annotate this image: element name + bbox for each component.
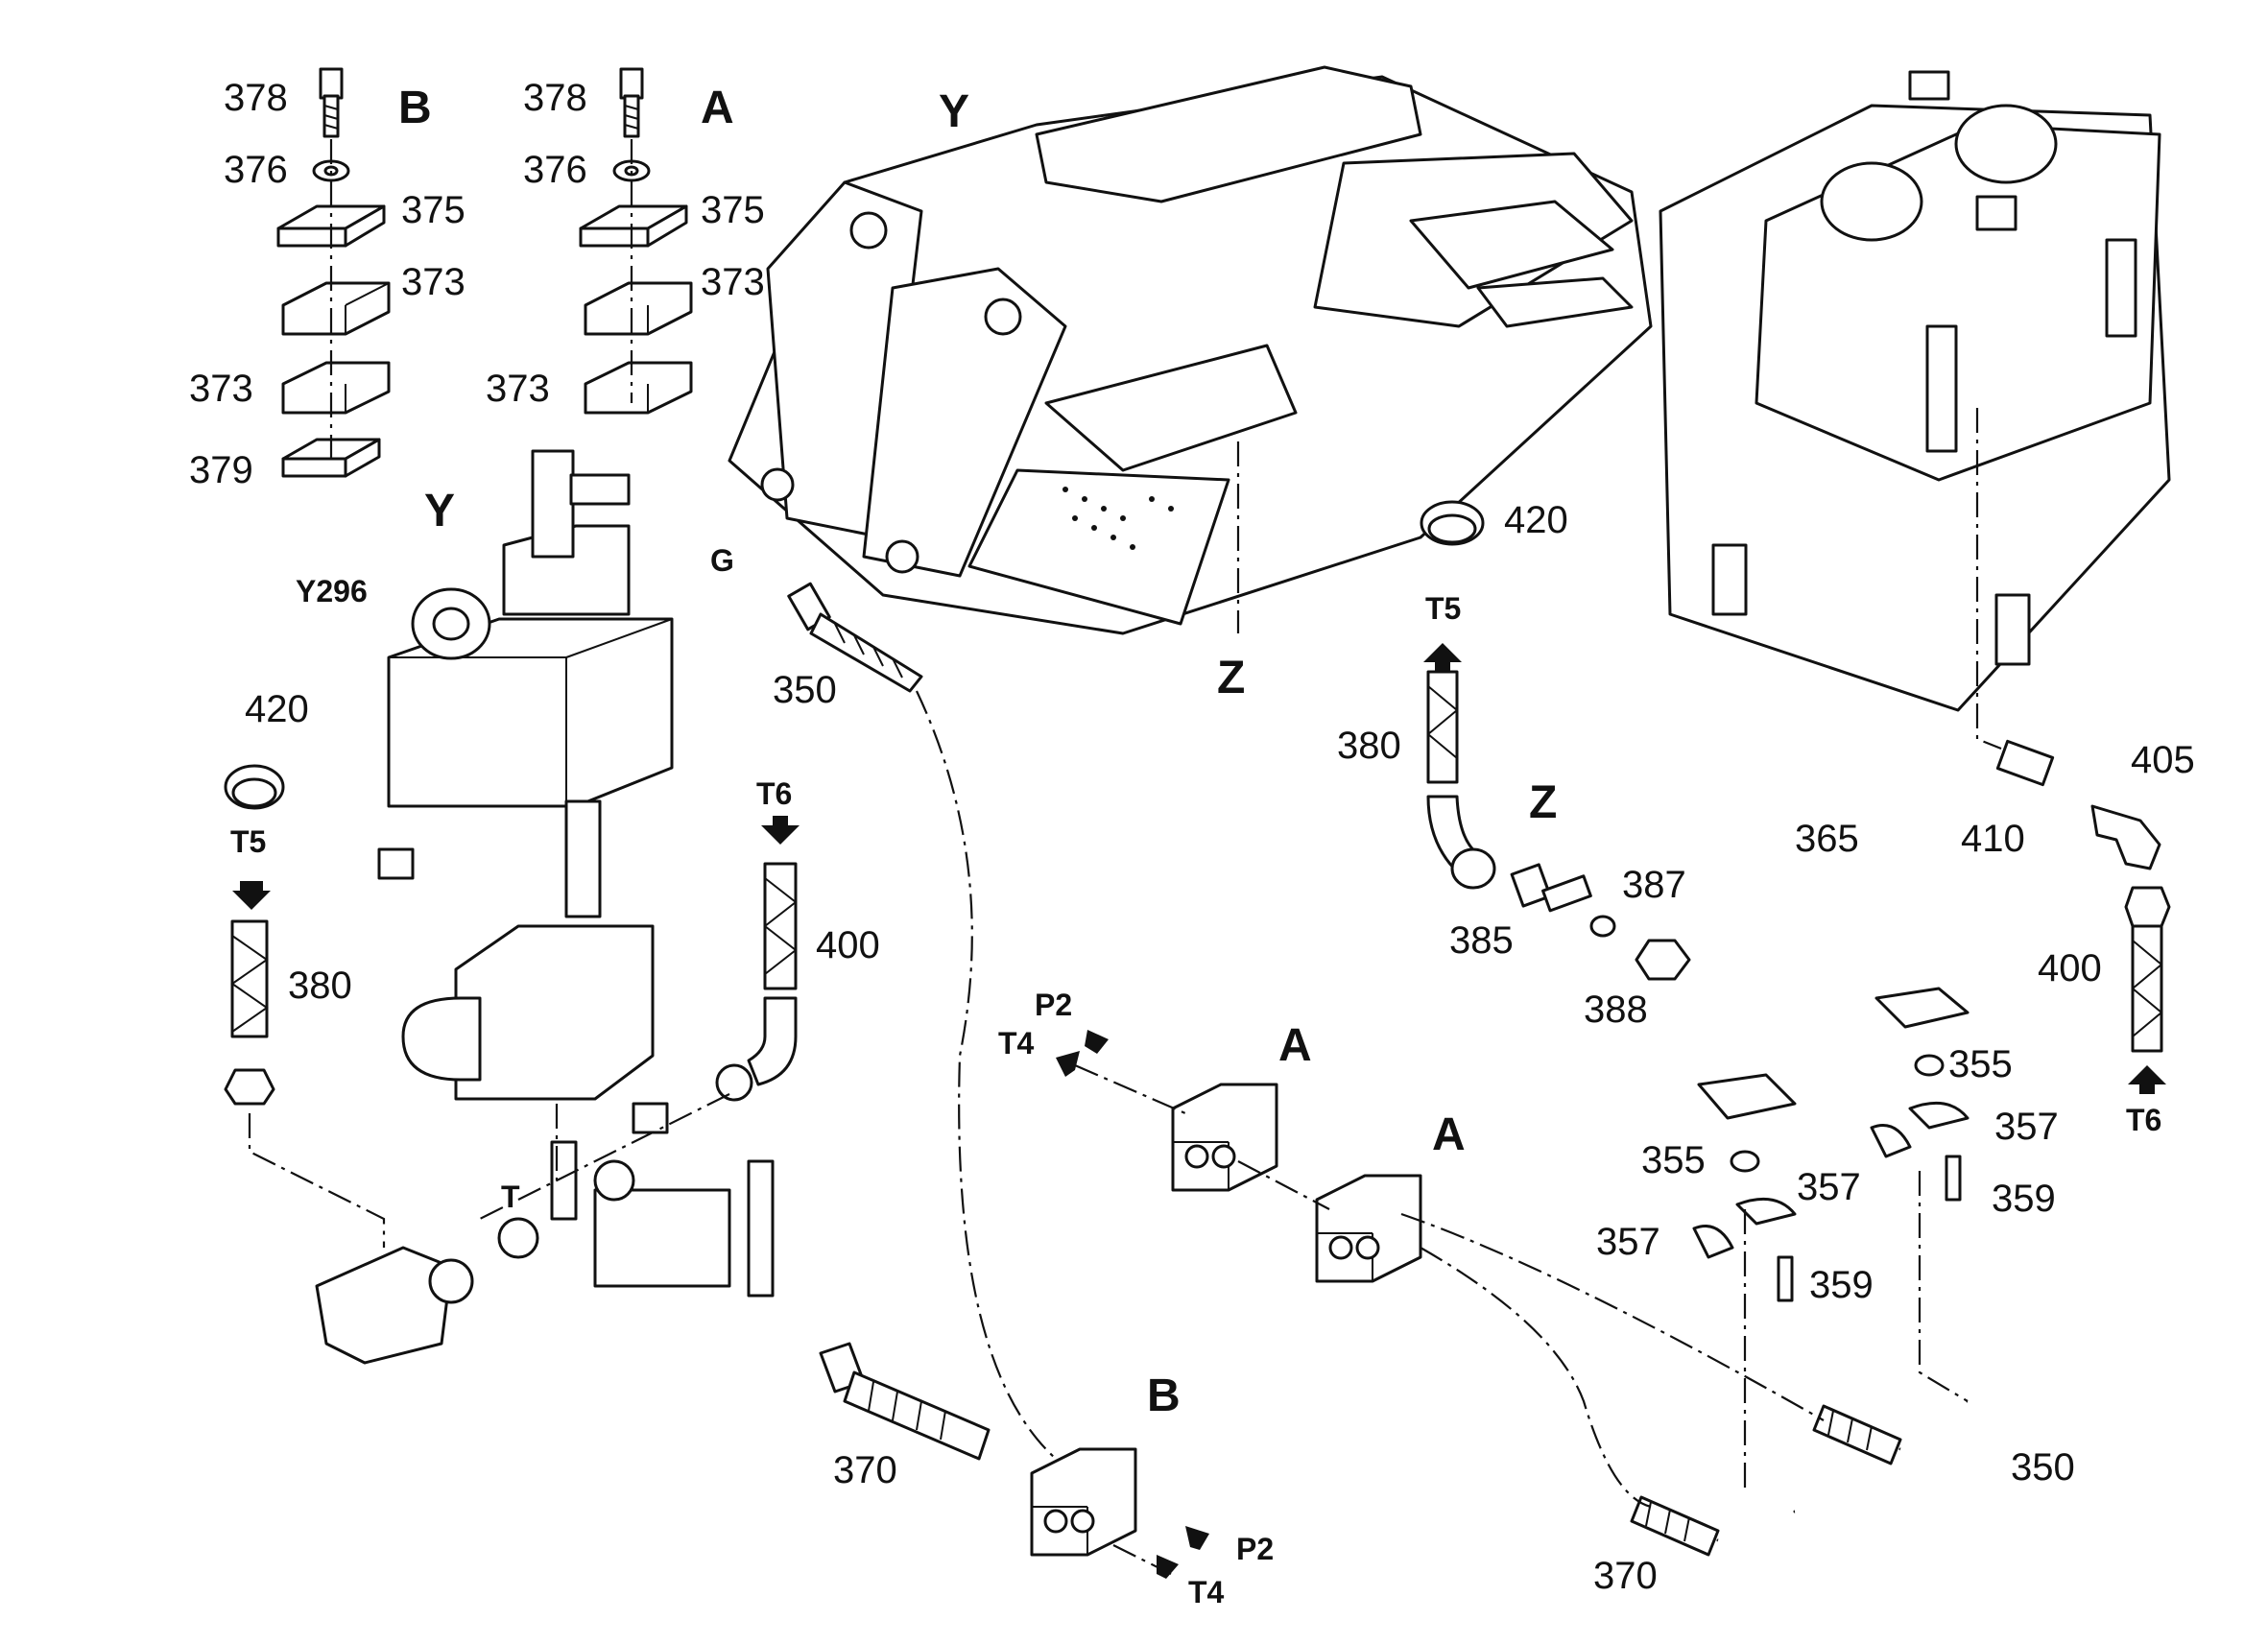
label-t6-mid: T6 xyxy=(756,776,792,811)
label-z-frame: Z xyxy=(1217,653,1245,703)
pn-f387: 387 xyxy=(1622,864,1686,906)
pn-s355-right: 355 xyxy=(1948,1043,2013,1085)
pn-f410: 410 xyxy=(1961,818,2025,860)
label-t5-left: T5 xyxy=(230,824,266,859)
pn-a375: 375 xyxy=(701,189,765,231)
pn-b378: 378 xyxy=(224,77,288,119)
label-g: G xyxy=(710,543,734,578)
pn-f357-c: 357 xyxy=(1596,1221,1660,1263)
label-y-valve: Y xyxy=(424,486,455,536)
pn-b373b: 373 xyxy=(189,368,253,410)
pn-b373a: 373 xyxy=(401,261,466,303)
label-y-frame: Y xyxy=(939,86,969,137)
pn-a376: 376 xyxy=(523,149,587,191)
label-b-clamp: B xyxy=(1147,1370,1181,1421)
pn-h350-top: 350 xyxy=(773,669,837,711)
clamp-blocks xyxy=(1030,1083,1422,1557)
pn-b376: 376 xyxy=(224,149,288,191)
pn-b375: 375 xyxy=(401,189,466,231)
arrow-t6-mid-icon xyxy=(761,816,800,845)
pn-f388: 388 xyxy=(1584,989,1648,1031)
pn-s355-left: 355 xyxy=(1641,1139,1706,1181)
valve-assembly xyxy=(315,449,775,1365)
label-p2-upper: P2 xyxy=(1035,988,1072,1022)
port-arrows xyxy=(232,643,2166,1579)
pn-a378: 378 xyxy=(523,77,587,119)
pn-h370-right: 370 xyxy=(1593,1555,1658,1597)
arrow-p2-lower-icon xyxy=(1185,1526,1209,1550)
leader-lines xyxy=(248,139,2002,1575)
pn-b359-a: 359 xyxy=(1992,1178,2056,1220)
pn-f357-a: 357 xyxy=(1994,1106,2059,1148)
arrow-t6-right-icon xyxy=(2128,1065,2166,1094)
pn-b359-b: 359 xyxy=(1809,1264,1874,1306)
pn-h380-right: 380 xyxy=(1337,725,1401,767)
pn-h400-mid: 400 xyxy=(816,924,880,966)
label-z-detail: Z xyxy=(1529,777,1557,828)
label-b-top: B xyxy=(398,83,432,133)
arrow-t5-left-icon xyxy=(232,881,271,910)
pn-a373a: 373 xyxy=(701,261,765,303)
pn-b379: 379 xyxy=(189,449,253,491)
arrow-p2-upper-icon xyxy=(1085,1030,1109,1054)
label-t4-upper: T4 xyxy=(998,1026,1035,1060)
pn-c420-left: 420 xyxy=(245,688,309,730)
clamp-set-a xyxy=(579,67,693,415)
pn-h380-left: 380 xyxy=(288,965,352,1007)
label-t4-lower: T4 xyxy=(1188,1575,1225,1609)
hoses xyxy=(224,582,2171,1571)
arrow-t5-right-icon xyxy=(1423,643,1462,672)
pn-f385: 385 xyxy=(1449,919,1514,962)
pn-f357-b: 357 xyxy=(1797,1166,1861,1208)
pn-f405: 405 xyxy=(2131,739,2195,781)
pn-a373b: 373 xyxy=(486,368,550,410)
arrow-t4-lower-icon xyxy=(1157,1555,1179,1579)
arrow-t4-upper-icon xyxy=(1056,1051,1080,1077)
label-t6-right: T6 xyxy=(2126,1103,2161,1137)
clamp-set-b xyxy=(276,67,391,478)
pn-h400-right: 400 xyxy=(2038,947,2102,989)
label-p2-lower: P2 xyxy=(1236,1532,1274,1566)
label-y296: Y296 xyxy=(296,574,368,608)
pn-h370-left: 370 xyxy=(833,1449,897,1491)
pn-c420-right: 420 xyxy=(1504,499,1568,541)
label-a-clamp1: A xyxy=(1278,1020,1312,1071)
chassis-frame xyxy=(728,65,1653,635)
pn-h350-right: 350 xyxy=(2011,1446,2075,1489)
label-t5-right: T5 xyxy=(1425,591,1461,626)
label-a-top: A xyxy=(701,83,734,133)
pn-p365: 365 xyxy=(1795,818,1859,860)
label-a-clamp2: A xyxy=(1432,1109,1466,1160)
label-t: T xyxy=(501,1179,520,1214)
hydraulic-tank xyxy=(1659,70,2171,712)
fittings xyxy=(224,500,2161,1302)
